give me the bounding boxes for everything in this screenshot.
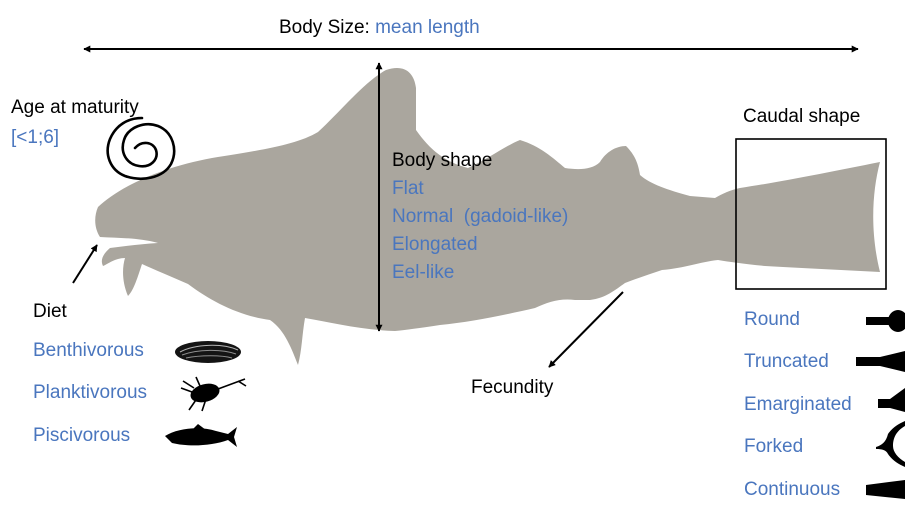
emarginated-tail-icon bbox=[878, 388, 905, 412]
caudal-option-forked: Forked bbox=[744, 436, 803, 458]
body-shape-option-elongated: Elongated bbox=[392, 234, 478, 256]
diet-option-benthivorous: Benthivorous bbox=[33, 340, 144, 362]
caudal-option-continuous: Continuous bbox=[744, 479, 840, 501]
caudal-shape-label: Caudal shape bbox=[743, 106, 860, 128]
truncated-tail-icon bbox=[856, 351, 905, 372]
fecundity-arrow bbox=[549, 292, 623, 367]
body-shape-option-normal: Normal (gadoid-like) bbox=[392, 206, 568, 228]
diet-option-planktivorous: Planktivorous bbox=[33, 382, 147, 404]
caudal-option-truncated: Truncated bbox=[744, 351, 829, 373]
body-shape-label: Body shape bbox=[392, 150, 492, 172]
diet-arrow bbox=[73, 245, 97, 283]
continuous-tail-icon bbox=[866, 480, 905, 499]
body-size-label: Body Size: bbox=[279, 17, 370, 38]
body-size-title: Body Size: mean length bbox=[279, 17, 480, 39]
fish-icon bbox=[165, 424, 237, 447]
mussel-icon bbox=[175, 341, 241, 363]
body-size-value: mean length bbox=[375, 17, 480, 38]
forked-tail-icon bbox=[876, 421, 905, 467]
diet-option-piscivorous: Piscivorous bbox=[33, 425, 130, 447]
copepod-icon bbox=[181, 377, 246, 411]
diet-label: Diet bbox=[33, 301, 67, 323]
body-shape-option-eel-like: Eel-like bbox=[392, 262, 454, 284]
body-shape-option-flat: Flat bbox=[392, 178, 424, 200]
spiral-icon bbox=[108, 118, 174, 179]
round-tail-icon bbox=[866, 310, 905, 332]
caudal-option-emarginated: Emarginated bbox=[744, 394, 852, 416]
fecundity-label: Fecundity bbox=[471, 377, 553, 399]
age-at-maturity-label: Age at maturity bbox=[11, 97, 139, 119]
caudal-option-round: Round bbox=[744, 309, 800, 331]
age-at-maturity-value: [<1;6] bbox=[11, 127, 59, 149]
